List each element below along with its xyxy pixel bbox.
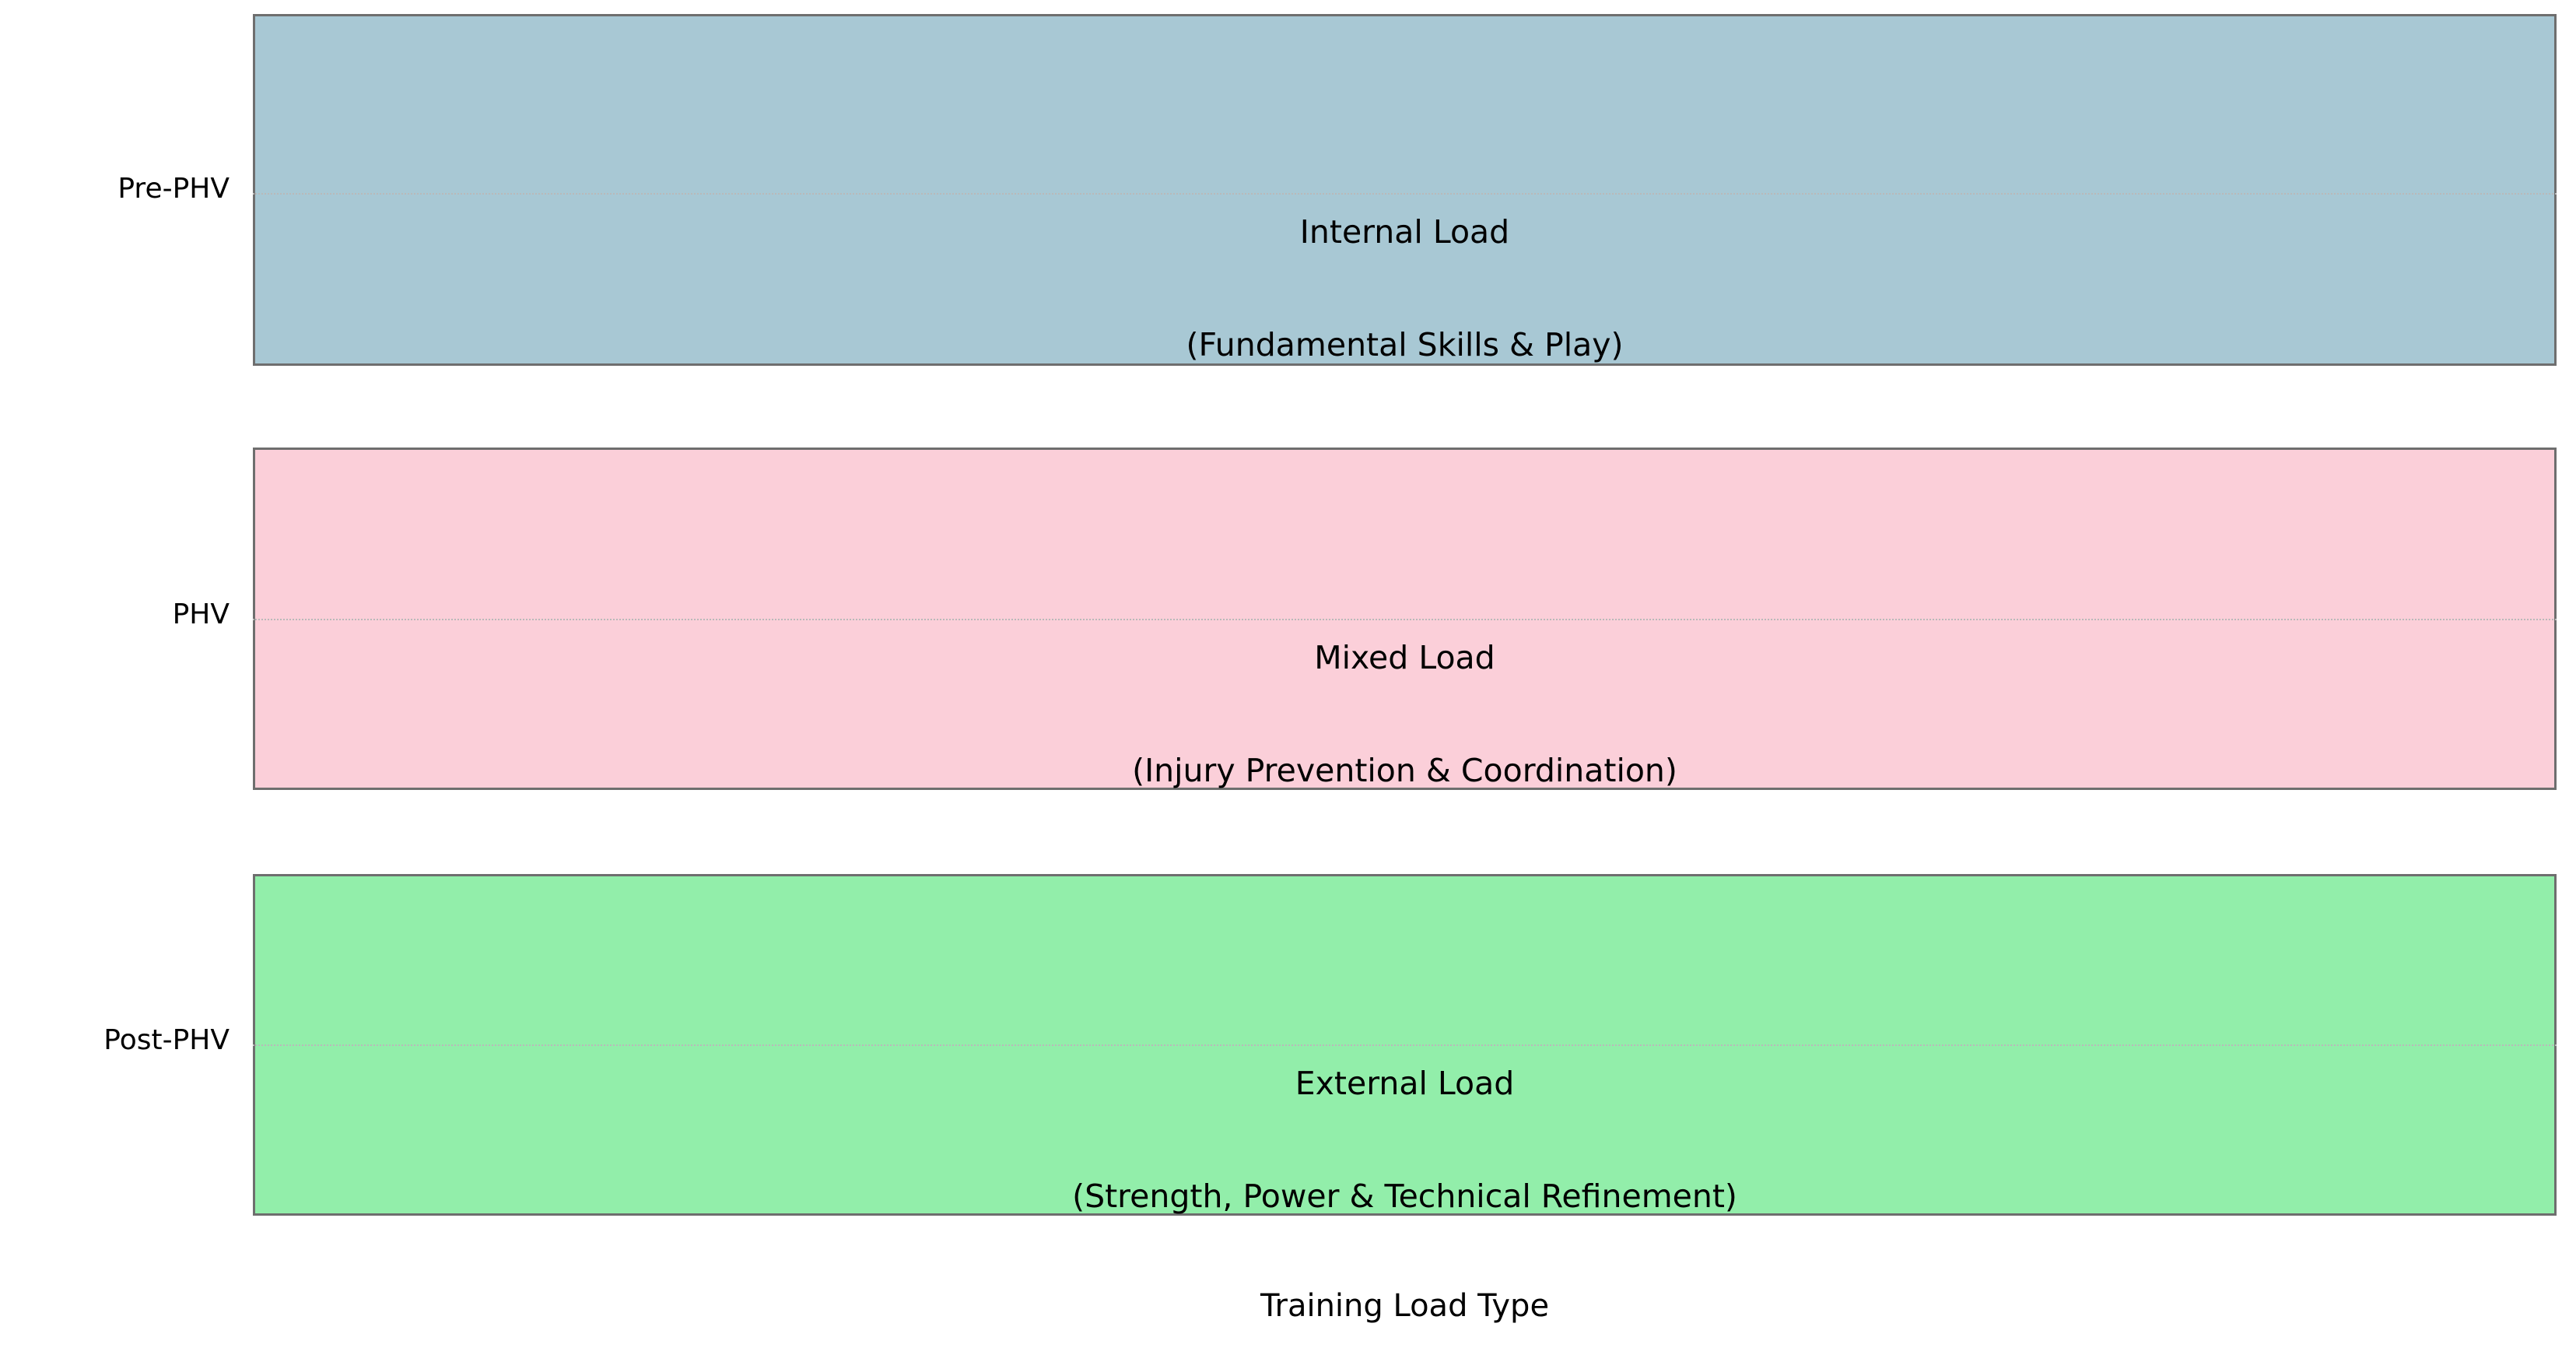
y-tick-label-post-phv: Post-PHV bbox=[103, 1024, 230, 1056]
y-tick-label-phv: PHV bbox=[172, 599, 230, 630]
bar-phv[interactable] bbox=[253, 448, 2557, 790]
x-axis-label: Training Load Type bbox=[1260, 1288, 1550, 1324]
y-axis-label: Biological Maturation Stage bbox=[0, 0, 78, 1362]
y-tick-label-pre-phv: Pre-PHV bbox=[117, 173, 230, 205]
bar-post-phv[interactable] bbox=[253, 874, 2557, 1216]
plot-area: Internal Load (Fundamental Skills & Play… bbox=[103, 0, 2557, 1230]
bar-pre-phv[interactable] bbox=[253, 14, 2557, 366]
